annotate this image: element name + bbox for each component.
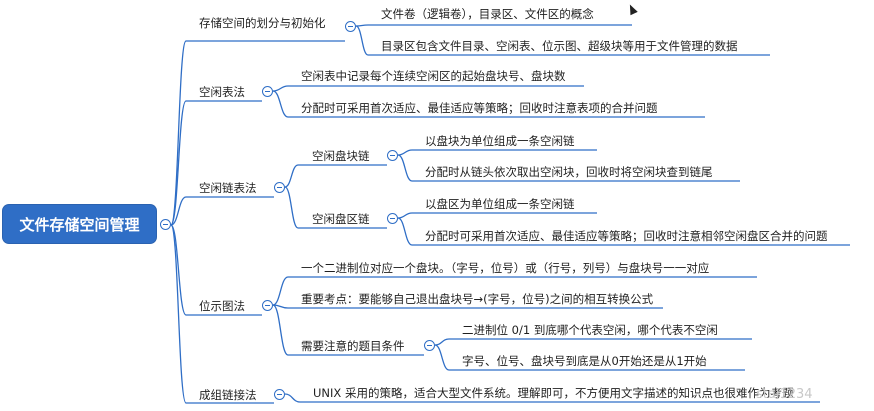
branch-storage-partition-toggle[interactable] (345, 21, 356, 32)
leaf-block-chain-2[interactable]: 分配时从链头依次取出空闲块，回收时将空闲块查到链尾 (425, 165, 713, 179)
leaf-free-table-2[interactable]: 分配时可采用首次适应、最佳适应等策略；回收时注意表项的合并问题 (301, 101, 658, 115)
root-node[interactable]: 文件存储空间管理 (3, 205, 156, 243)
edge-root-bitmap (170, 224, 187, 316)
watermark-text: stai1234 (756, 387, 813, 402)
edge-free-list-block (284, 164, 299, 188)
edge-free-table-2 (272, 90, 289, 118)
branch-free-table-toggle[interactable] (262, 86, 273, 97)
group-free-block-chain[interactable]: 空闲盘块链 (312, 149, 370, 163)
edge-free-list-area (284, 186, 299, 229)
edge-bitmap-1 (272, 276, 289, 306)
branch-storage-partition[interactable]: 存储空间的划分与初始化 (199, 16, 326, 30)
group-bitmap-conditions-toggle[interactable] (424, 340, 435, 351)
leaf-grouped-link-1[interactable]: UNIX 采用的策略，适合大型文件系统。理解即可，不方便用文字描述的知识点也很难… (313, 386, 794, 400)
leaf-area-chain-1[interactable]: 以盘区为单位组成一条空闲链 (425, 197, 575, 211)
leaf-bitmap-cond-2[interactable]: 字号、位号、盘块号到底是从0开始还是从1开始 (462, 354, 707, 368)
leaf-storage-2[interactable]: 目录区包含文件目录、空闲表、位示图、超级块等用于文件管理的数据 (381, 39, 738, 53)
leaf-bitmap-cond-1[interactable]: 二进制位 0/1 到底哪个代表空闲，哪个代表不空闲 (462, 323, 718, 337)
root-collapse-toggle[interactable] (160, 219, 171, 230)
edge-area-chain-2 (397, 217, 413, 246)
edge-block-chain-2 (397, 154, 413, 182)
edge-bitmap-cond (272, 304, 289, 356)
edge-block-chain-1 (397, 149, 413, 156)
branch-grouped-link[interactable]: 成组链接法 (199, 388, 257, 402)
edge-root-free-table (170, 100, 187, 226)
edge-root-grouped (170, 224, 187, 404)
edge-bitmap-cond-2 (434, 344, 450, 371)
edge-storage-1 (355, 24, 369, 27)
branch-free-list[interactable]: 空闲链表法 (199, 181, 257, 195)
edge-root-free-list (170, 196, 187, 226)
root-label: 文件存储空间管理 (19, 215, 140, 234)
branch-free-table[interactable]: 空闲表法 (199, 85, 245, 99)
edge-grouped-1 (284, 393, 301, 403)
branch-bitmap[interactable]: 位示图法 (199, 299, 245, 313)
leaf-area-chain-2[interactable]: 分配时可采用首次适应、最佳适应等策略；回收时注意相邻空闲盘区合并的问题 (425, 229, 828, 243)
leaf-block-chain-1[interactable]: 以盘块为单位组成一条空闲链 (425, 134, 575, 148)
leaf-bitmap-2[interactable]: 重要考点：要能够自己退出盘块号→(字号，位号)之间的相互转换公式 (301, 292, 654, 306)
leaf-bitmap-1[interactable]: 一个二进制位对应一个盘块。（字号，位号）或（行号，列号）与盘块号一一对应 (301, 261, 710, 275)
group-free-area-chain[interactable]: 空闲盘区链 (312, 212, 370, 226)
branch-free-list-toggle[interactable] (274, 182, 285, 193)
leaf-free-table-1[interactable]: 空闲表中记录每个连续空闲区的起始盘块号、盘块数 (301, 69, 566, 83)
leaf-storage-1[interactable]: 文件卷（逻辑卷），目录区、文件区的概念 (381, 7, 594, 21)
edge-area-chain-1 (397, 212, 413, 219)
branch-bitmap-toggle[interactable] (262, 300, 273, 311)
group-free-block-chain-toggle[interactable] (387, 150, 398, 161)
edge-storage-2 (355, 25, 369, 56)
group-bitmap-conditions[interactable]: 需要注意的题目条件 (301, 339, 405, 353)
branch-grouped-link-toggle[interactable] (274, 389, 285, 400)
edge-free-table-1 (272, 85, 289, 92)
group-free-area-chain-toggle[interactable] (387, 213, 398, 224)
edge-bitmap-cond-1 (434, 338, 450, 346)
